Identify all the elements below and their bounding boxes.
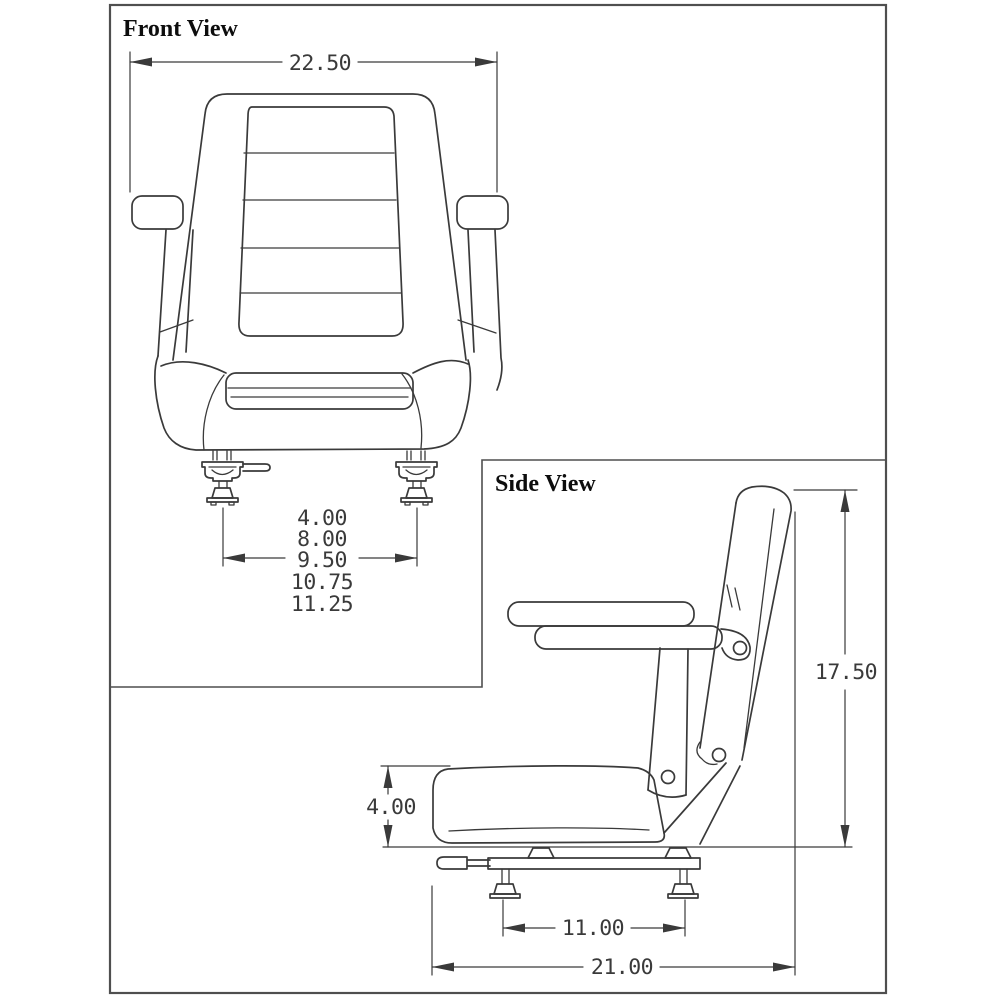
front-dim-overall-width: 22.50 [129, 51, 498, 193]
dim-depth-value: 21.00 [591, 955, 653, 980]
dim-mount-value-4: 10.75 [291, 570, 353, 595]
front-mount-left [201, 450, 271, 506]
side-hinge-bracket [663, 762, 741, 845]
dim-height-value: 17.50 [815, 660, 877, 685]
front-seat-back [172, 93, 467, 361]
side-rail-assembly [436, 847, 701, 899]
slide-rail [487, 857, 701, 870]
front-dim-mount-widths: 4.00 8.00 9.50 10.75 11.25 [222, 506, 418, 617]
side-seat-back [696, 485, 792, 766]
outer-border [108, 3, 888, 995]
drawing-frame [108, 3, 888, 995]
front-mount-right [395, 450, 438, 506]
side-dim-overall-height: 17.50 [793, 489, 878, 848]
dim-mount-value-5: 11.25 [291, 592, 353, 617]
panel-divider [110, 459, 886, 688]
dim-cushion-value: 4.00 [366, 795, 416, 820]
front-seat-cushion [154, 355, 472, 451]
dim-mount-value-1: 4.00 [297, 506, 347, 531]
side-dim-rail-spacing: 11.00 [502, 899, 686, 941]
back-stitch-panel [238, 106, 404, 337]
dim-rail-value: 11.00 [562, 916, 624, 941]
armrest-pivot-bolt [732, 640, 748, 656]
dim-width-value: 22.50 [289, 51, 351, 76]
front-view-panel: Front View [123, 16, 509, 617]
cushion-front-panel [225, 372, 414, 410]
adjuster-pin [242, 463, 271, 472]
strut-bolt [660, 769, 676, 785]
side-view-title: Side View [495, 471, 596, 497]
front-view-title: Front View [123, 16, 239, 42]
front-armrest-right [456, 195, 509, 391]
dim-mount-value-2: 8.00 [297, 527, 347, 552]
recline-bolt [711, 747, 727, 763]
adjustment-handle [436, 856, 491, 870]
side-dim-overall-depth: 21.00 [431, 511, 796, 980]
armrest-bar [534, 625, 723, 650]
side-dim-cushion-height: 4.00 [366, 765, 451, 848]
side-armrest [507, 601, 751, 798]
side-seat-cushion [432, 765, 666, 844]
armrest-pad [507, 601, 695, 627]
front-armrest-left [131, 195, 194, 357]
side-view-panel: Side View [366, 471, 878, 980]
dim-mount-value-3: 9.50 [297, 548, 347, 573]
